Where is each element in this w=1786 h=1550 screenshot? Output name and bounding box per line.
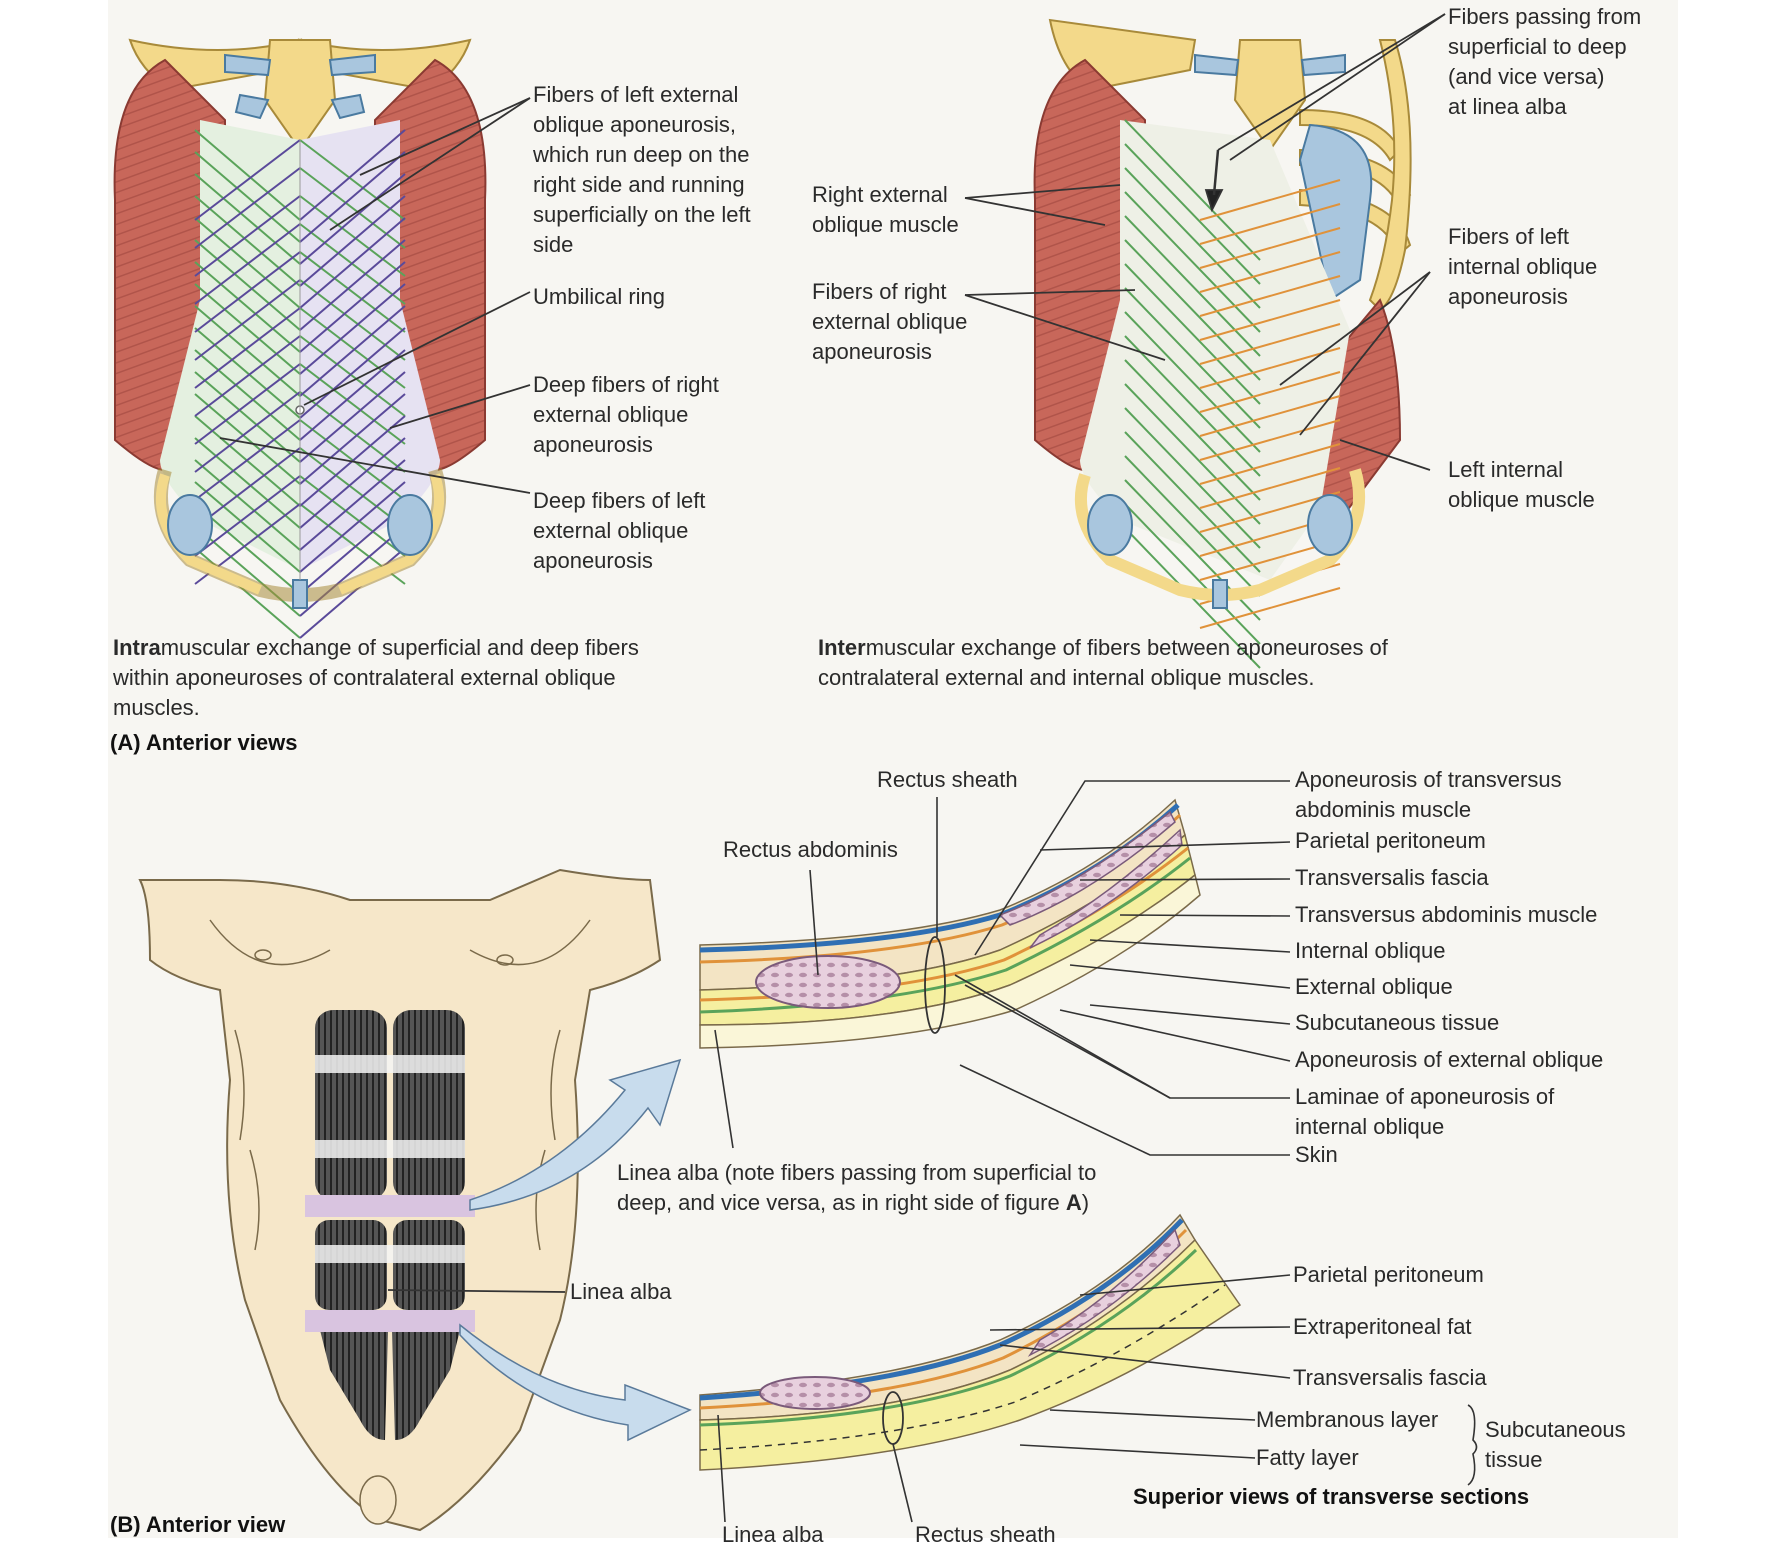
label-fibers-passing: Fibers passing from superficial to deep … — [1448, 4, 1642, 119]
caption-intramuscular-bold: Intra — [113, 635, 161, 660]
lower-section — [699, 1213, 1242, 1471]
label-layer-aponeurosis-transversus: Aponeurosis of transversus abdominis mus… — [1295, 767, 1562, 822]
linea-alba-note-end: ) — [1081, 1190, 1090, 1215]
panel-b-label: (B) Anterior view — [110, 1512, 286, 1537]
linea-alba-note-bold: A — [1065, 1190, 1082, 1215]
linea-alba-note-text: Linea alba (note fibers passing from sup… — [617, 1160, 1097, 1215]
label-fibers-left-external-oblique: Fibers of left external oblique aponeuro… — [533, 82, 751, 257]
label-right-external-oblique-muscle: Right external oblique muscle — [812, 182, 959, 237]
label-lower-rectus-sheath: Rectus sheath — [915, 1522, 1056, 1547]
label-lower-transversalis-fascia: Transversalis fascia — [1293, 1365, 1487, 1390]
panel-b-arrows — [387, 1058, 692, 1442]
label-lower-parietal-peritoneum: Parietal peritoneum — [1293, 1262, 1484, 1287]
label-layer-skin: Skin — [1295, 1142, 1338, 1167]
label-layer-subcutaneous-tissue: Subcutaneous tissue — [1295, 1010, 1500, 1035]
label-layer-laminae: Laminae of aponeurosis of internal obliq… — [1295, 1084, 1555, 1139]
label-linea-alba-body: Linea alba — [570, 1279, 672, 1304]
label-rectus-sheath-upper: Rectus sheath — [877, 767, 1018, 792]
label-layer-external-oblique: External oblique — [1295, 974, 1453, 999]
label-deep-fibers-right: Deep fibers of right external oblique ap… — [533, 372, 719, 457]
panel-a-label: (A) Anterior views — [110, 730, 298, 755]
label-layer-internal-oblique: Internal oblique — [1295, 938, 1446, 963]
label-lower-linea-alba: Linea alba — [722, 1522, 824, 1547]
label-membranous-layer: Membranous layer — [1256, 1407, 1439, 1432]
panel-a-left-leaders — [219, 97, 531, 494]
label-rectus-abdominis: Rectus abdominis — [723, 837, 898, 862]
panel-a-right-figure — [1033, 18, 1412, 669]
lower-section-leaders — [717, 1274, 1478, 1523]
label-umbilical-ring: Umbilical ring — [533, 284, 666, 309]
label-subcutaneous-tissue-brace: Subcutaneous tissue — [1485, 1417, 1626, 1472]
label-layer-aponeurosis-external: Aponeurosis of external oblique — [1295, 1047, 1604, 1072]
label-layer-parietal-peritoneum: Parietal peritoneum — [1295, 828, 1486, 853]
label-deep-fibers-left: Deep fibers of left external oblique apo… — [533, 488, 706, 573]
label-linea-alba-note: Linea alba (note fibers passing from sup… — [617, 1158, 1096, 1218]
caption-intramuscular-text: muscular exchange of superficial and dee… — [113, 635, 639, 720]
label-fibers-right-external-oblique: Fibers of right external oblique aponeur… — [812, 279, 968, 364]
label-lower-extraperitoneal-fat: Extraperitoneal fat — [1293, 1314, 1472, 1339]
panel-a-right-leaders — [964, 13, 1446, 471]
caption-intermuscular: Intermuscular exchange of fibers between… — [818, 633, 1498, 693]
caption-intramuscular: Intramuscular exchange of superficial an… — [113, 633, 653, 723]
label-left-internal-oblique-muscle: Left internal oblique muscle — [1448, 457, 1595, 512]
caption-intermuscular-bold: Inter — [818, 635, 866, 660]
label-fibers-left-internal-oblique: Fibers of left internal oblique aponeuro… — [1448, 224, 1598, 309]
upper-section-leaders — [714, 780, 1291, 1156]
label-superior-views-title: Superior views of transverse sections — [1133, 1484, 1530, 1509]
upper-section — [699, 798, 1201, 1049]
label-fatty-layer: Fatty layer — [1256, 1445, 1359, 1470]
label-layer-transversalis-fascia: Transversalis fascia — [1295, 865, 1489, 890]
caption-intermuscular-text: muscular exchange of fibers between apon… — [818, 635, 1388, 690]
label-layer-transversus-muscle: Transversus abdominis muscle — [1295, 902, 1598, 927]
panel-b-torso — [138, 868, 662, 1532]
panel-a-left-figure — [113, 38, 487, 639]
